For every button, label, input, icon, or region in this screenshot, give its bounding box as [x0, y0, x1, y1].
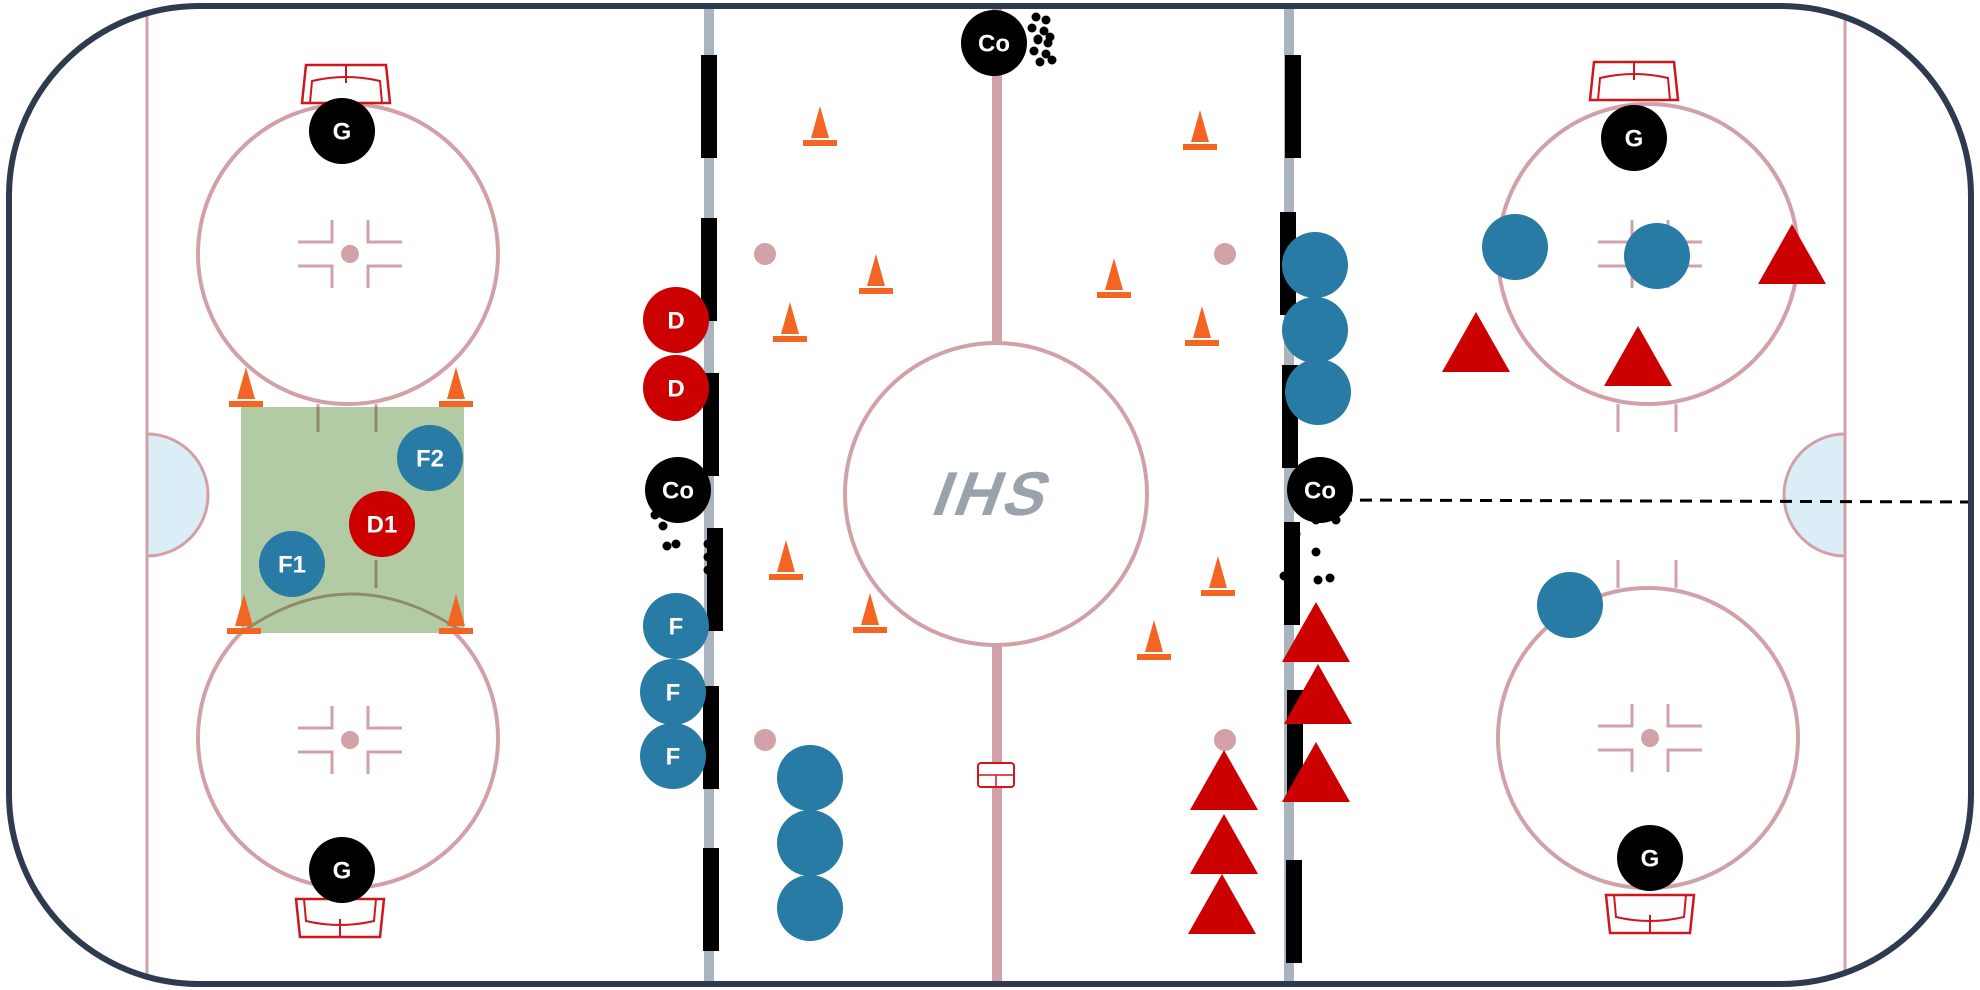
player-marker [777, 810, 843, 876]
faceoff-dot [1214, 729, 1236, 751]
coach-left: Co [645, 457, 711, 523]
svg-text:G: G [333, 119, 352, 146]
forward-player-f1: F1 [259, 531, 325, 597]
center-circle [843, 341, 1149, 647]
svg-text:D1: D1 [367, 512, 398, 539]
player-marker [1282, 297, 1348, 363]
goalie-bottom-right: G [1617, 825, 1683, 891]
defense-player-d1: D1 [349, 491, 415, 557]
drill-zone-lines [240, 407, 465, 635]
faceoff-dot [1214, 243, 1236, 265]
svg-text:D: D [667, 308, 684, 335]
svg-text:D: D [667, 376, 684, 403]
svg-text:Co: Co [978, 31, 1010, 58]
svg-text:F: F [666, 744, 681, 771]
goal-crease-right [1782, 432, 1847, 558]
player-marker [1537, 572, 1603, 638]
forward-player-f2: F2 [397, 425, 463, 491]
svg-text:Co: Co [662, 478, 694, 505]
player-marker [777, 875, 843, 941]
pass-path [1339, 498, 1971, 504]
svg-text:F: F [666, 680, 681, 707]
faceoff-dot [754, 243, 776, 265]
svg-text:IHS: IHS [924, 459, 1065, 529]
player-marker [1285, 359, 1351, 425]
goal-right-top [1588, 60, 1680, 102]
faceoff-dot [754, 729, 776, 751]
forward-player: F [640, 723, 706, 789]
player-marker [1624, 223, 1690, 289]
goal-left-top [300, 63, 392, 105]
center-goal [977, 762, 1015, 788]
rink-boards [6, 3, 1974, 987]
goal-crease-left [145, 432, 210, 558]
svg-text:G: G [1625, 126, 1644, 153]
coach-right: Co [1287, 457, 1353, 523]
player-marker [777, 745, 843, 811]
svg-text:G: G [1641, 846, 1660, 873]
ihs-logo: IHS [924, 459, 1065, 529]
forward-player: F [640, 659, 706, 725]
defense-player: D [643, 355, 709, 421]
goal-right-bottom [1604, 893, 1696, 935]
player-marker [1482, 214, 1548, 280]
goalie-top-right: G [1601, 105, 1667, 171]
forward-player: F [643, 593, 709, 659]
svg-text:F: F [669, 614, 684, 641]
svg-text:F1: F1 [278, 552, 306, 579]
svg-text:G: G [333, 858, 352, 885]
svg-text:F2: F2 [416, 446, 444, 473]
svg-text:Co: Co [1304, 478, 1336, 505]
defense-player: D [643, 287, 709, 353]
blue-players-unlabeled [777, 214, 1690, 941]
player-marker [1282, 232, 1348, 298]
goal-left-bottom [294, 897, 386, 939]
goalie-bottom-left: G [309, 837, 375, 903]
goalie-top-left: G [309, 98, 375, 164]
coach-center: Co [961, 10, 1027, 76]
